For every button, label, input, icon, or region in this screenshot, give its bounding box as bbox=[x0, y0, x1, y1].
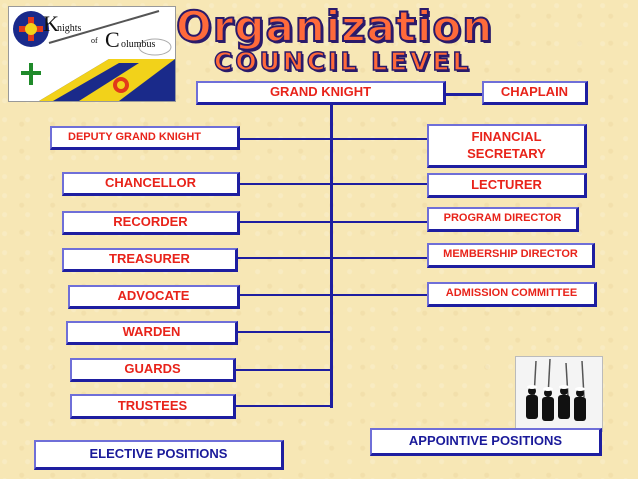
financial-secretary-label-line1: FINANCIAL bbox=[471, 129, 542, 145]
trustees-box: TRUSTEES bbox=[70, 394, 236, 419]
knights-of-columbus-logo: K nights of C olumbus bbox=[8, 6, 176, 102]
procession-figures-icon bbox=[516, 357, 602, 431]
appointive-positions-label: APPOINTIVE POSITIONS bbox=[408, 433, 563, 449]
financial-secretary-box: FINANCIAL SECRETARY bbox=[427, 124, 587, 168]
membership-director-box: MEMBERSHIP DIRECTOR bbox=[427, 243, 595, 268]
logo-k: K bbox=[43, 11, 59, 36]
recorder-label: RECORDER bbox=[113, 214, 188, 230]
treasurer-label: TREASURER bbox=[109, 251, 190, 267]
connector-chancellor bbox=[240, 183, 428, 185]
admission-committee-label: ADMISSION COMMITTEE bbox=[445, 287, 578, 300]
knights-procession-photo bbox=[515, 356, 603, 432]
grand-knight-to-chaplain-connector bbox=[445, 93, 483, 96]
logo-emblem-icon: K nights of C olumbus bbox=[9, 10, 175, 101]
advocate-box: ADVOCATE bbox=[68, 285, 240, 309]
connector-advocate bbox=[240, 294, 428, 296]
chancellor-label: CHANCELLOR bbox=[105, 175, 196, 191]
grand-knight-box: GRAND KNIGHT bbox=[196, 81, 446, 105]
deputy-grand-knight-box: DEPUTY GRAND KNIGHT bbox=[50, 126, 240, 150]
warden-label: WARDEN bbox=[122, 324, 181, 340]
financial-secretary-label-line2: SECRETARY bbox=[467, 145, 546, 161]
main-vertical-trunk bbox=[330, 104, 333, 408]
page-title: Organization bbox=[175, 1, 494, 52]
logo-nights: nights bbox=[57, 23, 82, 34]
appointive-positions-label-box: APPOINTIVE POSITIONS bbox=[370, 428, 602, 456]
connector-deputy bbox=[238, 138, 428, 140]
lecturer-box: LECTURER bbox=[427, 173, 587, 198]
deputy-grand-knight-label: DEPUTY GRAND KNIGHT bbox=[68, 130, 202, 143]
grand-knight-label: GRAND KNIGHT bbox=[269, 84, 372, 100]
logo-of: of bbox=[91, 36, 98, 45]
guards-label: GUARDS bbox=[124, 361, 181, 377]
connector-warden bbox=[238, 331, 332, 333]
trustees-label: TRUSTEES bbox=[117, 397, 188, 413]
membership-director-label: MEMBERSHIP DIRECTOR bbox=[443, 248, 578, 261]
guards-box: GUARDS bbox=[70, 358, 236, 382]
council-emblem-icon bbox=[13, 11, 49, 47]
recorder-box: RECORDER bbox=[62, 211, 240, 235]
connector-guards bbox=[236, 369, 332, 371]
program-director-box: PROGRAM DIRECTOR bbox=[427, 207, 579, 232]
advocate-label: ADVOCATE bbox=[117, 288, 190, 304]
elective-positions-label-box: ELECTIVE POSITIONS bbox=[34, 440, 284, 470]
logo-c: C bbox=[105, 27, 120, 52]
connector-recorder bbox=[240, 221, 428, 223]
page-subtitle: COUNCIL LEVEL bbox=[213, 46, 472, 77]
program-director-label: PROGRAM DIRECTOR bbox=[443, 212, 562, 225]
connector-treasurer bbox=[236, 257, 428, 259]
chaplain-label: CHAPLAIN bbox=[500, 84, 569, 100]
connector-trustees bbox=[236, 405, 332, 407]
treasurer-box: TREASURER bbox=[62, 248, 238, 272]
green-cross-icon bbox=[21, 63, 41, 85]
chancellor-box: CHANCELLOR bbox=[62, 172, 240, 196]
elective-positions-label: ELECTIVE POSITIONS bbox=[89, 446, 228, 462]
chaplain-box: CHAPLAIN bbox=[482, 81, 588, 105]
lecturer-label: LECTURER bbox=[471, 176, 542, 192]
warden-box: WARDEN bbox=[66, 321, 238, 345]
logo-olumbus: olumbus bbox=[121, 39, 156, 50]
admission-committee-box: ADMISSION COMMITTEE bbox=[427, 282, 597, 307]
